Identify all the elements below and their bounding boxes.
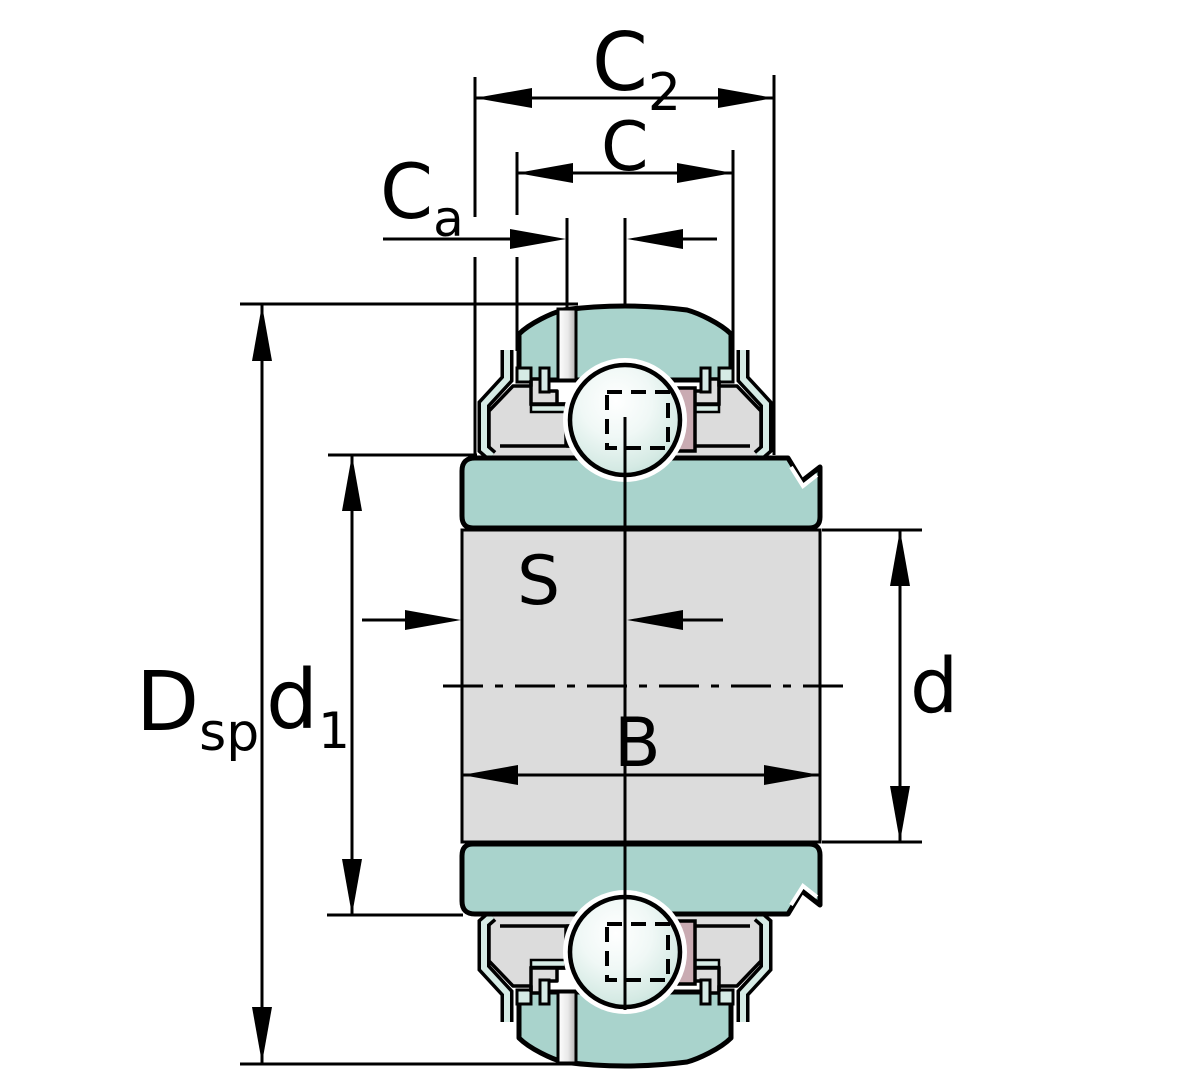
dim-c-arrow-right — [677, 163, 733, 183]
dim-c-arrow-left — [517, 163, 573, 183]
dim-c2-arrow-left — [475, 88, 532, 108]
dim-s-arrow-right — [627, 610, 683, 630]
dim-dsp: Dsp — [136, 305, 272, 1063]
dim-d-arrow-bottom — [890, 786, 910, 842]
label-dsp: Dsp — [136, 655, 259, 763]
dim-s: S — [362, 542, 723, 630]
dim-d: d — [890, 530, 958, 842]
left-shield-fill — [481, 350, 510, 459]
label-s: S — [517, 542, 560, 621]
label-c2: C2 — [592, 16, 681, 123]
left-seal-lining — [529, 403, 568, 414]
label-d: d — [910, 641, 958, 730]
dim-c2-arrow-right — [718, 88, 774, 108]
dim-b-arrow-right — [764, 765, 820, 785]
ball-lower-dashed-box — [605, 922, 670, 982]
left-seal-strip — [538, 366, 551, 394]
dim-dsp-arrow-top — [252, 305, 272, 361]
dim-d1-arrow-top — [342, 455, 362, 511]
right-seal-tab — [717, 366, 735, 384]
dim-d-arrow-top — [890, 530, 910, 586]
dim-ca: Ca — [380, 147, 717, 249]
label-d1: d1 — [266, 653, 350, 760]
dim-c2: C2 — [475, 16, 774, 123]
center-lines — [443, 417, 847, 1010]
dim-d1: d1 — [266, 455, 362, 915]
dim-b-arrow-left — [462, 765, 518, 785]
dim-c: C — [517, 108, 733, 187]
dim-s-arrow-left — [405, 610, 461, 630]
flange-notch-highlight — [789, 465, 819, 489]
dim-b: B — [462, 704, 820, 785]
label-ca: Ca — [380, 147, 464, 248]
label-b: B — [614, 704, 661, 783]
label-c: C — [601, 108, 648, 187]
dim-d1-arrow-bottom — [342, 859, 362, 915]
dim-dsp-arrow-bottom — [252, 1007, 272, 1063]
right-shield-fill — [740, 350, 769, 459]
left-seal-tab — [515, 366, 533, 384]
right-seal-strip — [699, 366, 712, 394]
lubrication-hole — [556, 307, 578, 382]
dim-ca-arrow-right — [627, 229, 683, 249]
ball-upper-dashed-box — [605, 390, 670, 450]
dimensions: C2 C Ca S B — [136, 16, 958, 1063]
outer-ring-flange — [459, 455, 823, 531]
dim-ca-arrow-left — [510, 229, 566, 249]
